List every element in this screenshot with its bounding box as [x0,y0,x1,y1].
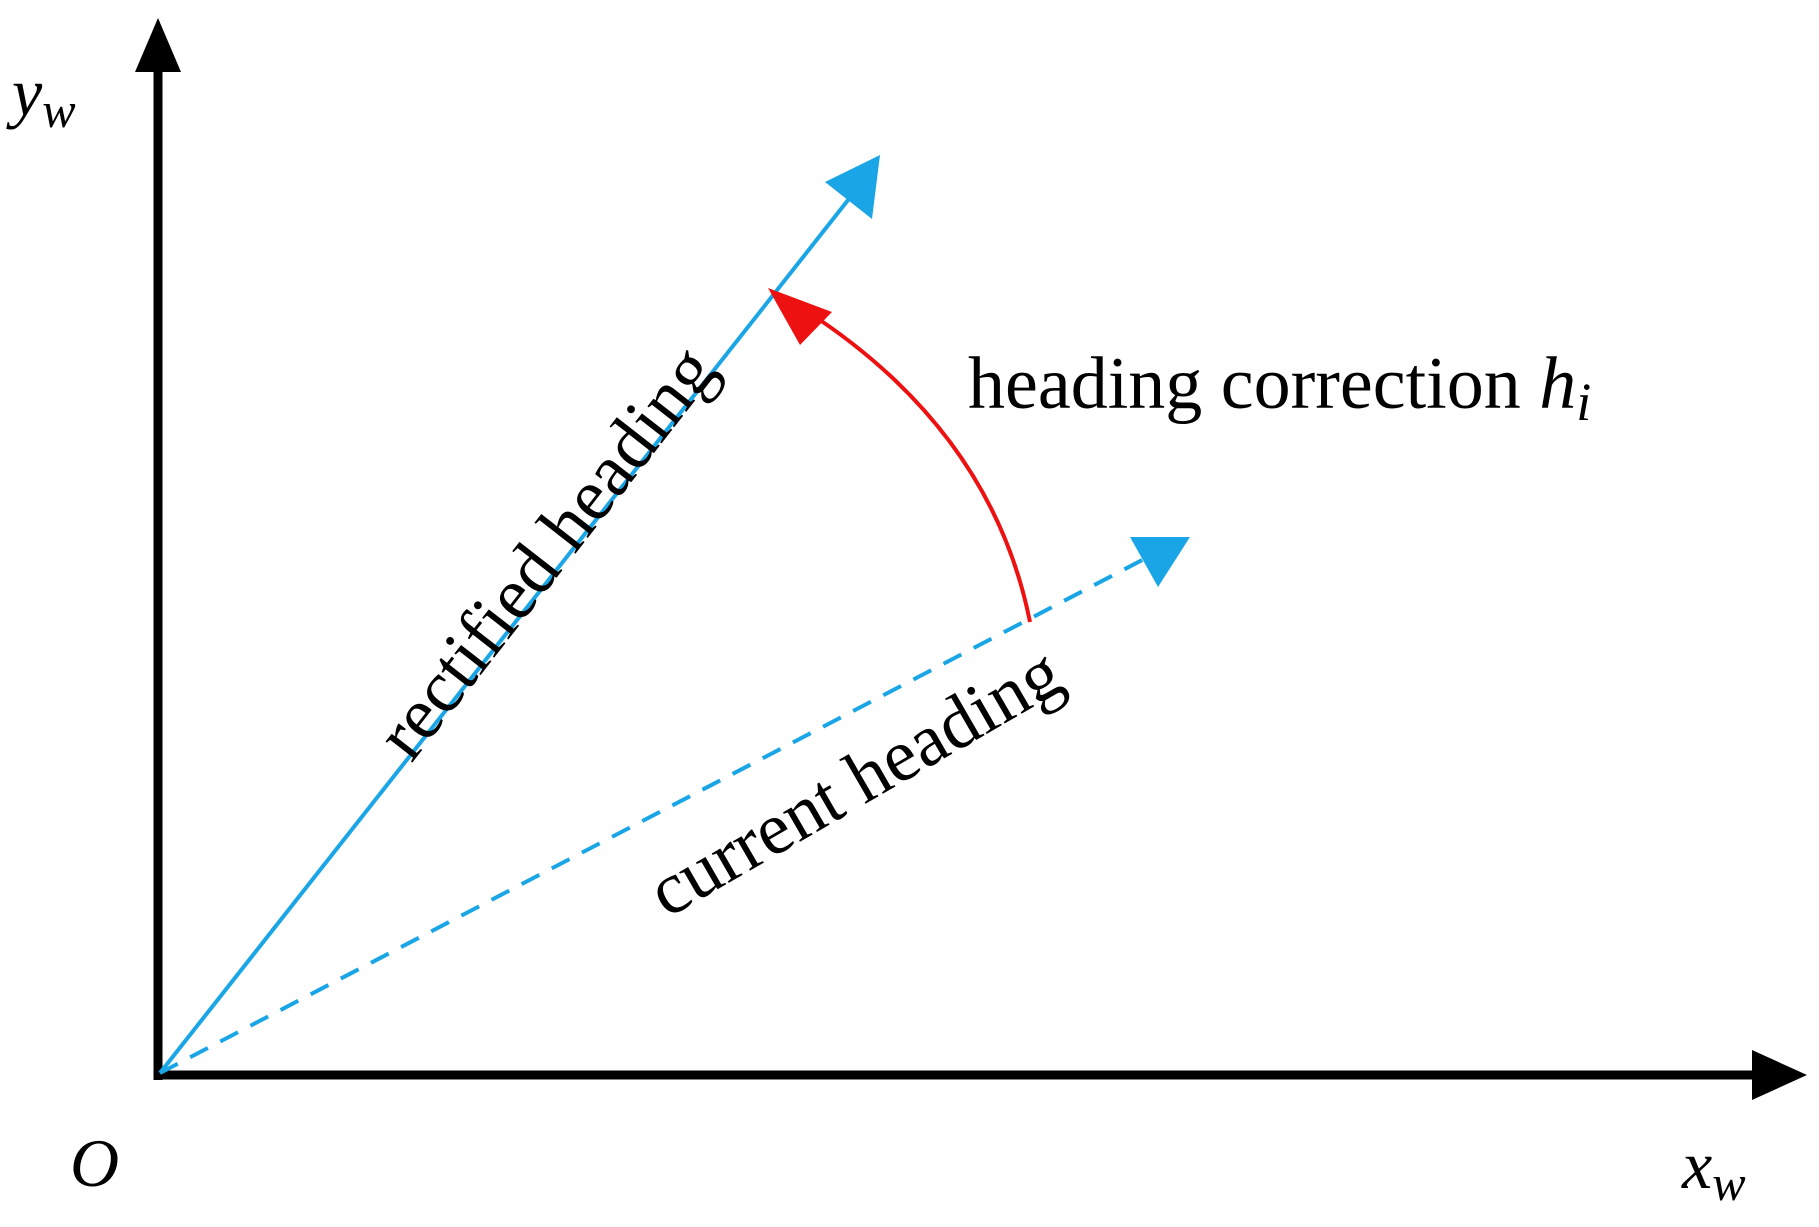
x-axis-label: xw [1681,1127,1746,1211]
rectified-heading-arrowhead [825,155,880,219]
rectified-heading-label: rectified heading [360,330,732,774]
current-heading-vector [159,537,1190,1075]
correction-arc-path [806,310,1032,623]
correction-arc-arrowhead [768,288,832,345]
current-heading-line [159,555,1149,1075]
x-axis [154,1050,1807,1100]
current-heading-label: current heading [634,631,1075,933]
y-axis-arrowhead [135,18,181,72]
heading-correction-arc [768,288,1032,623]
origin-label: O [70,1125,119,1201]
rectified-heading-line [158,193,854,1075]
correction-symbol-subscript: i [1576,372,1591,432]
y-axis-label: yw [6,54,76,138]
rectified-heading-vector [158,155,880,1075]
correction-symbol: h [1539,343,1576,425]
y-axis [135,18,181,1080]
current-heading-arrowhead [1130,537,1190,587]
x-axis-arrowhead [1752,1050,1807,1100]
heading-correction-label: heading correction hi [968,343,1591,432]
